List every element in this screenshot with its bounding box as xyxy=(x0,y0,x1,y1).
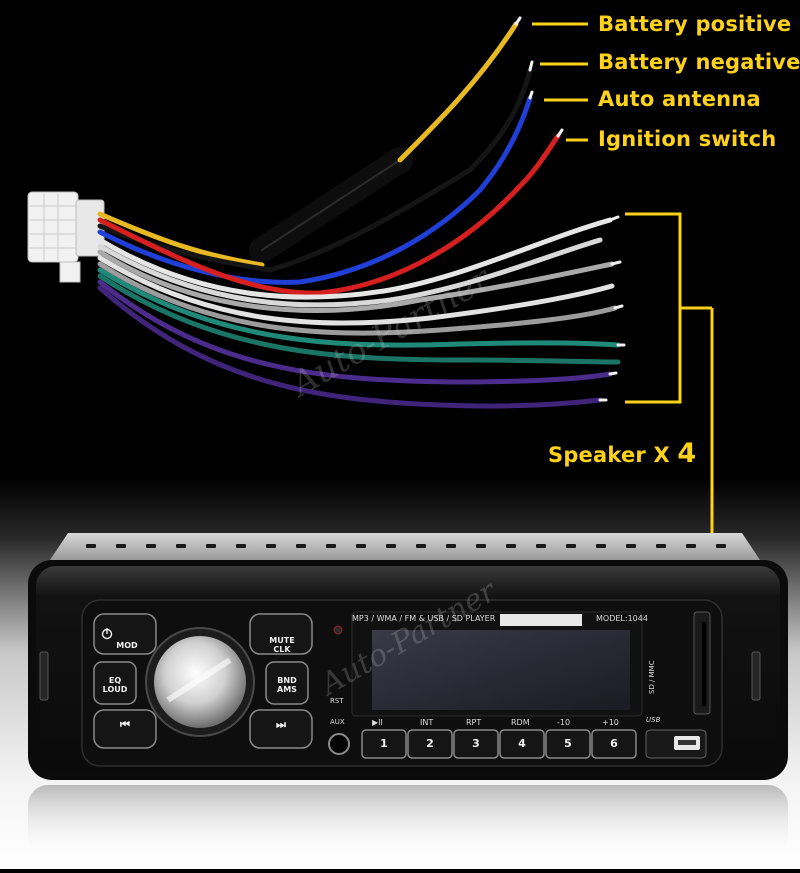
chassis-vents xyxy=(86,544,726,548)
label-speaker: Speaker X 4 xyxy=(548,438,696,469)
label-auto-antenna: Auto antenna xyxy=(598,87,761,111)
label-battery-negative: Battery negative xyxy=(598,50,800,74)
preset-4-label: 4 xyxy=(518,737,526,750)
rst-label: RST xyxy=(330,697,344,705)
preset-3-button xyxy=(453,729,499,759)
mod-button xyxy=(93,613,157,655)
wire-green-1 xyxy=(97,267,621,348)
next-track-icon: ⏭ xyxy=(276,718,286,731)
wire-gray-2 xyxy=(97,261,618,336)
aux-label: AUX xyxy=(330,718,345,726)
wiring-harness xyxy=(27,16,626,409)
speaker-prefix: Speaker X xyxy=(548,443,670,467)
prev-button xyxy=(93,709,157,749)
callout-lines xyxy=(532,22,714,548)
preset-1-button xyxy=(361,729,407,759)
function-plus-10: +10 xyxy=(602,718,619,727)
model-label: MODEL:1044 xyxy=(596,614,648,623)
mute-clk-label: MUTE CLK xyxy=(269,636,295,654)
function-rdm: RDM xyxy=(511,718,530,727)
wire-white-1 xyxy=(97,217,613,300)
preset-4-button xyxy=(499,729,545,759)
prev-track-icon: ⏮ xyxy=(120,718,130,731)
function-minus-10: -10 xyxy=(557,718,571,727)
next-button xyxy=(249,709,313,749)
connector-plug xyxy=(27,191,105,283)
wire-black xyxy=(97,67,533,273)
preset-6-label: 6 xyxy=(610,737,618,750)
mute-clk-button xyxy=(249,613,313,655)
bnd-ams-label: BND AMS xyxy=(277,676,297,694)
usb-label: USB xyxy=(646,716,661,724)
display-title: MP3 / WMA / FM & USB / SD PLAYER xyxy=(352,614,496,623)
wire-white-2 xyxy=(97,255,615,326)
sd-mmc-label: SD / MMC xyxy=(648,660,656,694)
function-play-pause: ▶II xyxy=(372,718,383,727)
function-rpt: RPT xyxy=(466,718,482,727)
wire-white-stripe-1 xyxy=(97,237,603,308)
preset-buttons xyxy=(361,729,637,759)
aux-jack xyxy=(328,733,350,755)
wire-blue xyxy=(97,95,533,285)
preset-3-label: 3 xyxy=(472,737,480,750)
preset-5-button xyxy=(545,729,591,759)
preset-2-label: 2 xyxy=(426,737,434,750)
preset-1-label: 1 xyxy=(380,737,388,750)
mod-label: MOD xyxy=(116,641,138,650)
preset-6-button xyxy=(591,729,637,759)
label-ignition-switch: Ignition switch xyxy=(598,127,777,151)
wire-purple-2 xyxy=(97,285,603,409)
wire-gray-1 xyxy=(97,249,615,313)
fuse-holder xyxy=(249,147,413,263)
eq-loud-button xyxy=(93,661,137,705)
wire-purple-1 xyxy=(97,279,613,385)
wire-yellow xyxy=(97,21,519,268)
bnd-ams-button xyxy=(265,661,309,705)
reflection xyxy=(28,785,788,855)
preset-5-label: 5 xyxy=(564,737,572,750)
lcd-screen xyxy=(372,630,630,710)
speaker-count: 4 xyxy=(677,438,697,469)
eq-loud-label: EQ LOUD xyxy=(102,676,128,694)
wire-green-2 xyxy=(97,273,621,365)
preset-2-button xyxy=(407,729,453,759)
function-int: INT xyxy=(420,718,434,727)
wire-red xyxy=(97,133,561,296)
label-battery-positive: Battery positive xyxy=(598,12,792,36)
car-stereo xyxy=(28,533,788,855)
